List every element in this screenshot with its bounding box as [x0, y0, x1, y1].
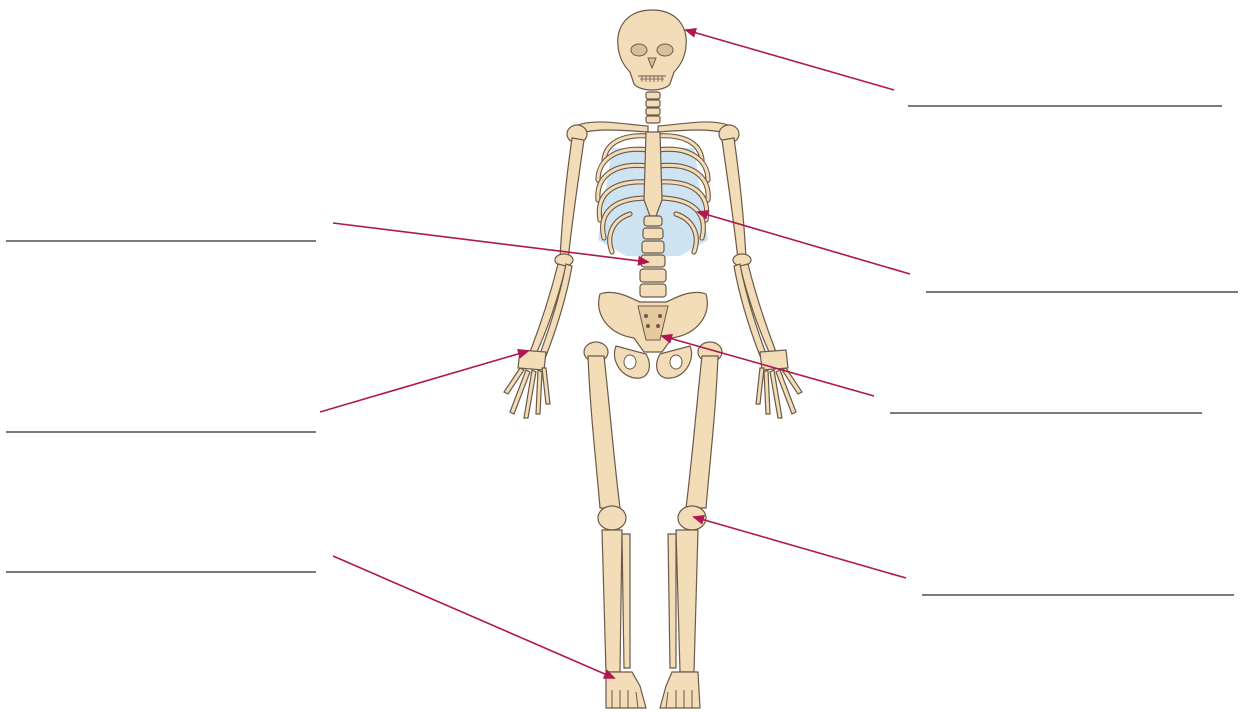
pointer-arrow-wrist — [320, 351, 528, 412]
right-foot — [660, 672, 700, 708]
skull — [618, 10, 686, 90]
left-hand — [504, 350, 550, 418]
right-hand — [756, 350, 802, 418]
skeleton-figure — [504, 10, 802, 708]
pelvis — [599, 292, 708, 378]
left-leg — [584, 342, 630, 672]
pointer-arrow-ribs — [698, 212, 910, 274]
cervical-spine — [646, 92, 660, 123]
pointer-arrow-knee — [694, 517, 906, 578]
left-arm — [530, 138, 584, 356]
sternum — [644, 132, 662, 216]
pointer-arrow-skull — [686, 30, 894, 90]
right-arm — [722, 138, 776, 356]
spine — [640, 216, 666, 297]
right-leg — [668, 342, 722, 672]
pointer-arrow-foot — [333, 556, 614, 678]
